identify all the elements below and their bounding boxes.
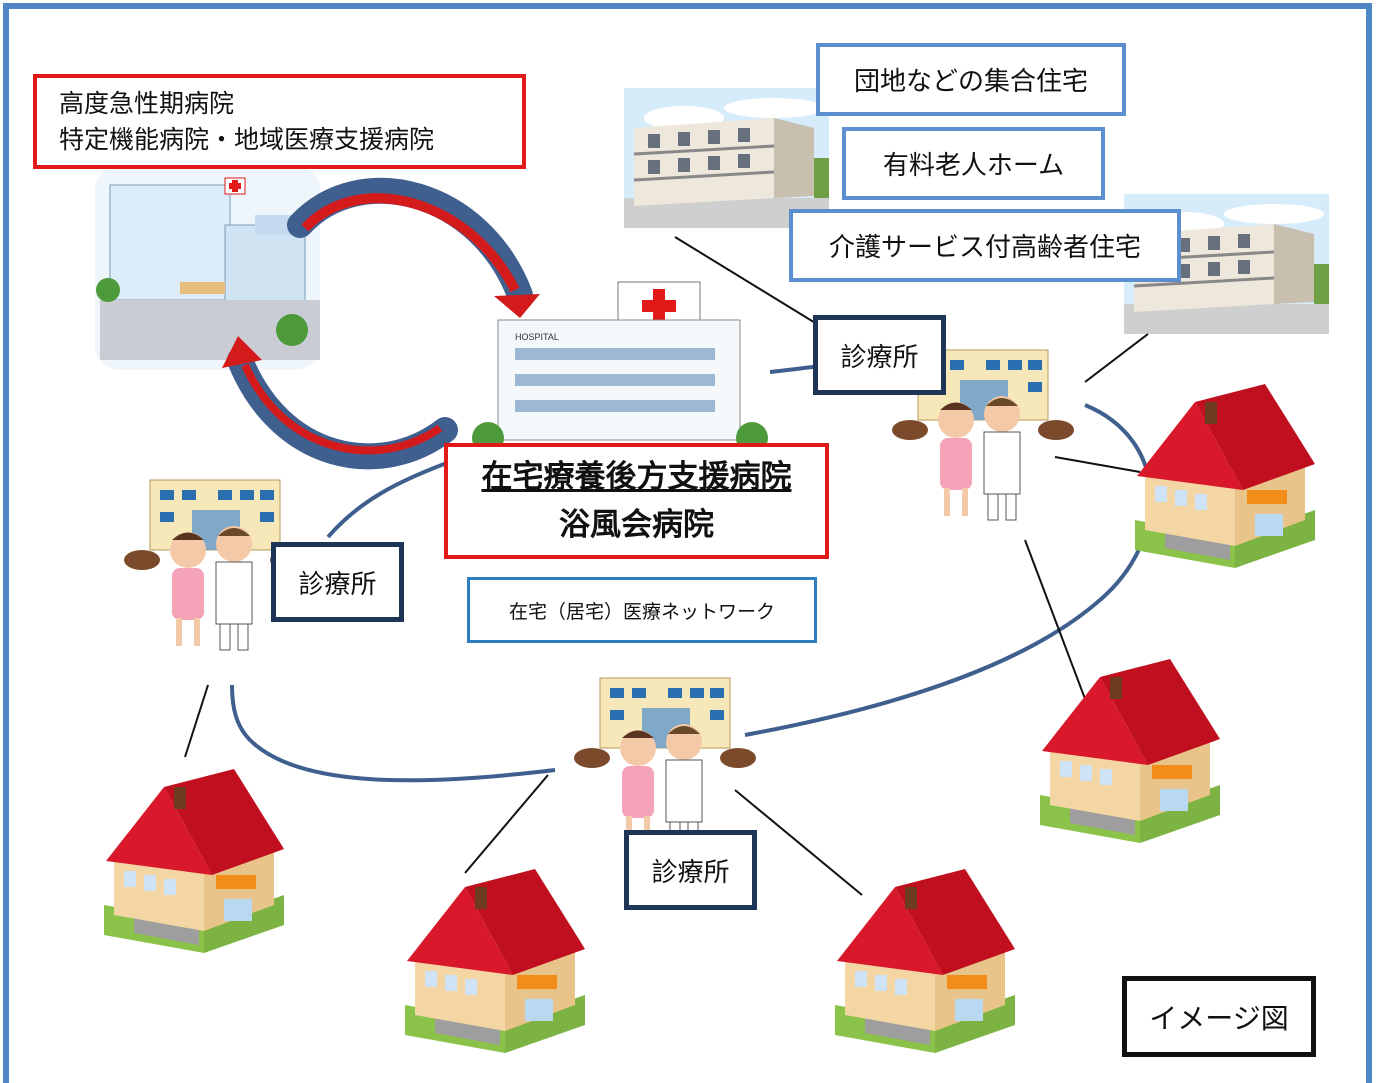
image-caption-text: イメージ図: [1149, 1001, 1289, 1035]
acute-hospital-line2: 特定機能病院・地域医療支援病院: [59, 124, 435, 154]
support-hospital-illustration: HOSPITAL: [472, 281, 768, 454]
clinic-illustration-3: [573, 677, 757, 849]
home-illustration-2: [1040, 659, 1220, 843]
clinic-label-1: 診療所: [813, 315, 946, 395]
housing-danchi-text: 団地などの集合住宅: [853, 67, 1088, 97]
housing-danchi-label: 団地などの集合住宅: [816, 43, 1126, 116]
clinic-label-3: 診療所: [624, 830, 757, 910]
connector-lines: [184, 236, 1149, 896]
apartment-illustration-1: [622, 86, 831, 230]
housing-yuryo-text: 有料老人ホーム: [882, 151, 1065, 181]
network-label: 在宅（居宅）医療ネットワーク: [467, 577, 817, 643]
outer-frame: [3, 3, 1372, 1083]
home-illustration-4: [405, 869, 585, 1053]
support-hospital-line2: 浴風会病院: [559, 507, 714, 543]
home-illustration-1: [1135, 384, 1315, 568]
housing-yuryo-label: 有料老人ホーム: [842, 127, 1105, 200]
acute-hospital-line1: 高度急性期病院: [59, 88, 235, 118]
hospital-sign-text: HOSPITAL: [515, 332, 559, 342]
acute-hospital-label: 高度急性期病院 特定機能病院・地域医療支援病院: [33, 74, 526, 169]
clinic-label-3-text: 診療所: [651, 857, 730, 888]
home-illustration-5: [835, 869, 1015, 1053]
acute-hospital-illustration: [95, 165, 320, 370]
home-illustration-3: [104, 769, 284, 953]
image-caption: イメージ図: [1122, 976, 1316, 1057]
clinic-label-2: 診療所: [271, 542, 404, 622]
clinic-label-1-text: 診療所: [840, 342, 919, 373]
clinic-label-2-text: 診療所: [298, 569, 377, 600]
referral-arrow-to-support: [287, 177, 540, 318]
support-hospital-label: 在宅療養後方支援病院 浴風会病院: [444, 443, 829, 559]
housing-kaigo-text: 介護サービス付高齢者住宅: [828, 233, 1141, 263]
housing-kaigo-label: 介護サービス付高齢者住宅: [789, 209, 1181, 282]
network-label-text: 在宅（居宅）医療ネットワーク: [508, 600, 775, 623]
support-hospital-line1: 在宅療養後方支援病院: [481, 459, 792, 495]
referral-arrow-to-acute: [222, 336, 458, 470]
